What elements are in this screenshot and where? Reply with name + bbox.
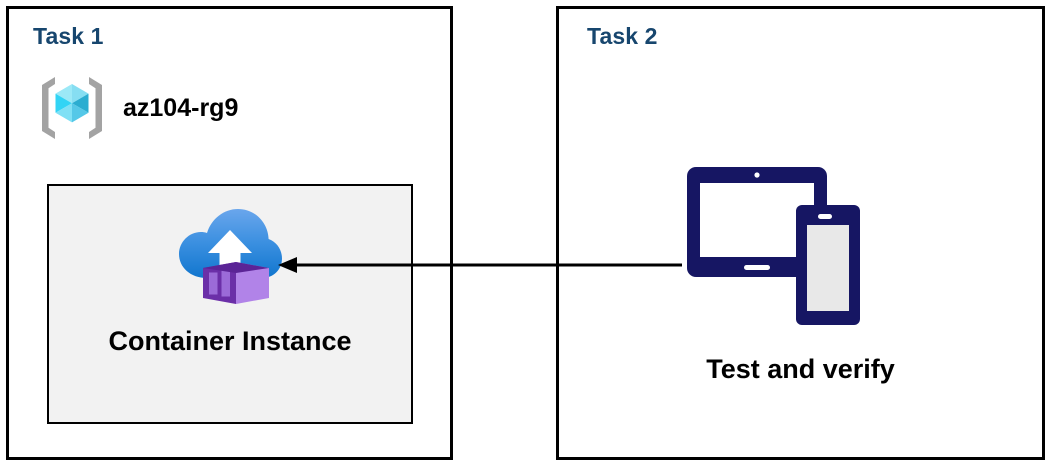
container-instance-card: Container Instance	[47, 184, 413, 424]
task-panel-task2: Task 2 Test and verify	[556, 6, 1045, 460]
task2-title: Task 2	[587, 23, 658, 49]
test-and-verify-label: Test and verify	[706, 354, 895, 384]
task1-title: Task 1	[33, 23, 104, 49]
resource-group-row: az104-rg9	[35, 71, 238, 145]
container-instance-label: Container Instance	[108, 326, 352, 356]
resource-group-icon	[35, 71, 109, 145]
resource-group-label: az104-rg9	[123, 93, 239, 122]
task-panel-task1: Task 1	[6, 6, 453, 460]
